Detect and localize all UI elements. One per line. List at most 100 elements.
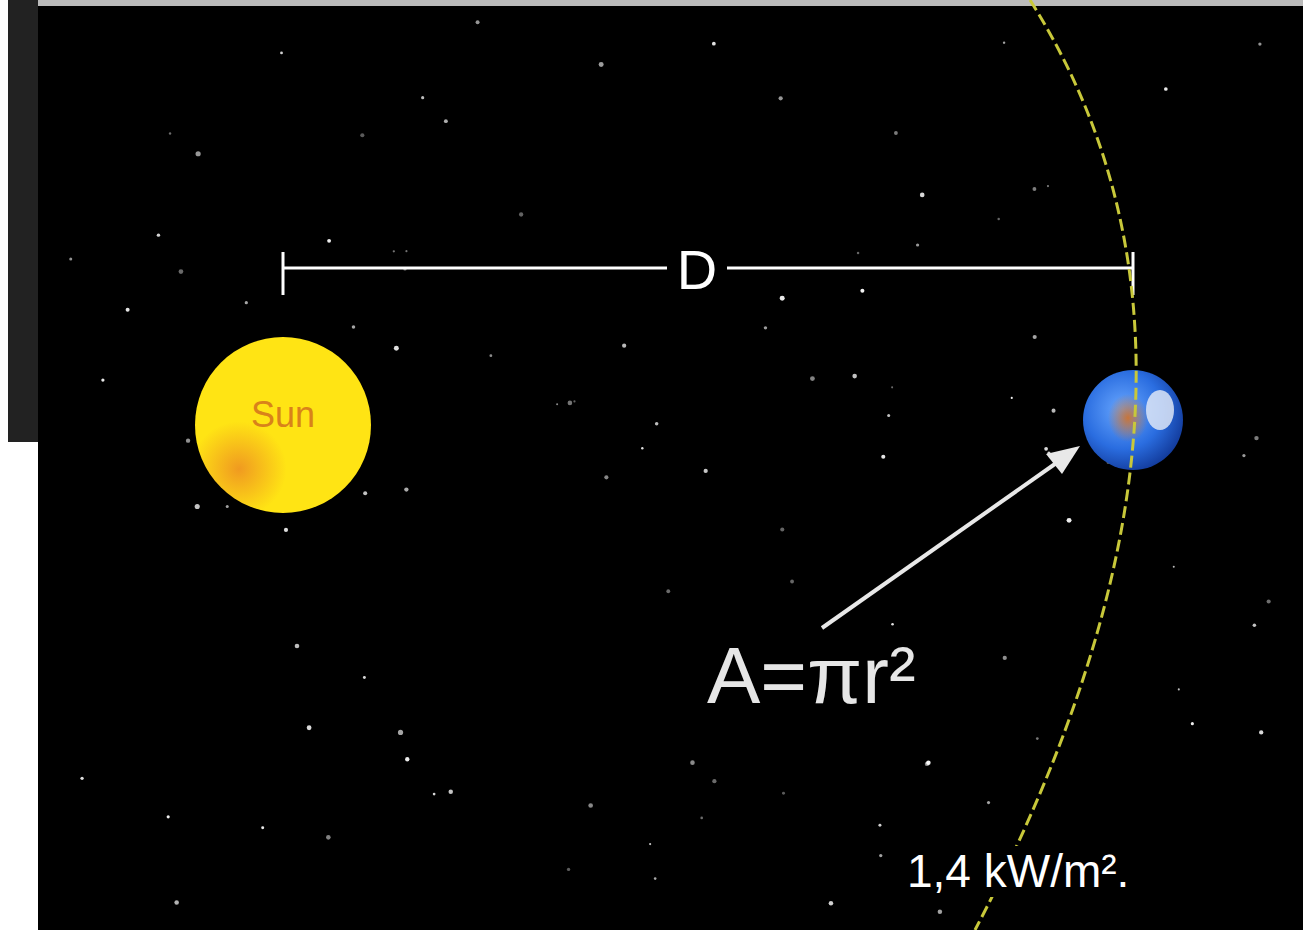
star-dot [1003,41,1005,43]
star-dot [894,131,898,135]
star-dot [916,243,919,246]
star-dot [690,760,695,765]
star-dot [261,826,264,829]
star-dot [1178,688,1180,690]
star-dot [712,42,716,46]
star-dot [556,403,558,405]
star-dot [179,269,184,274]
star-dot [449,789,453,793]
star-dot [421,96,424,99]
star-dot [987,801,990,804]
star-dot [167,815,170,818]
star-dot [1033,335,1037,339]
star-dot [700,817,703,820]
star-dot [649,843,651,845]
star-dot [101,378,104,381]
star-dot [80,777,83,780]
sun-circle: Sun [195,337,371,513]
sun-disc [195,337,371,513]
star-dot [997,218,999,220]
star-dot [604,475,608,479]
star-dot [879,854,882,857]
star-dot [226,505,229,508]
star-dot [1258,42,1261,45]
star-dot [352,325,356,329]
distance-label: D [667,239,727,301]
area-leader [822,446,1080,628]
star-dot [641,447,643,449]
star-dot [926,760,931,765]
star-dot [433,793,436,796]
star-dot [568,401,573,406]
area-formula: A=πr² [703,632,920,720]
star-dot [157,233,160,236]
star-dot [1164,87,1168,91]
star-dot [599,62,604,67]
star-dot [920,193,925,198]
solar-constant: 1,4 kW/m². [903,846,1133,897]
star-dot [878,824,881,827]
star-dot [295,644,300,649]
star-dot [69,258,72,261]
earth-cloud [1146,390,1174,430]
star-dot [1052,409,1056,413]
star-dot [174,900,179,905]
star-dot [573,400,575,402]
side-strip [8,0,38,442]
star-dot [398,730,403,735]
star-dot [622,344,626,348]
star-dot [1254,436,1258,440]
star-dot [860,289,864,293]
star-dot [891,386,893,388]
star-dot [1003,656,1007,660]
star-dot [1191,722,1194,725]
star-dot [444,119,448,123]
star-dot [284,528,288,532]
star-dot [1036,737,1039,740]
leader-line [822,459,1062,628]
top-rule [38,0,1303,6]
star-dot [360,133,364,137]
star-dot [195,504,200,509]
star-dot [1067,518,1072,523]
star-dot [280,52,283,55]
star-dot [169,132,171,134]
star-field [69,20,1271,914]
star-dot [780,527,784,531]
star-dot [1253,623,1257,627]
star-dot [394,346,399,351]
star-dot [1267,599,1271,603]
leader-arrowhead [1046,446,1080,474]
star-dot [1047,185,1049,187]
dimension-tick [282,252,285,295]
earth-disc [1083,370,1183,470]
star-dot [1259,730,1263,734]
star-dot [938,910,943,915]
star-dot [790,580,794,584]
star-dot [405,757,409,761]
star-dot [810,376,815,381]
star-dot [829,901,834,906]
star-dot [1173,566,1175,568]
star-dot [393,250,395,252]
star-dot [1011,397,1013,399]
star-dot [404,487,408,491]
star-dot [857,252,859,254]
star-dot [1033,187,1037,191]
star-dot [245,301,248,304]
star-dot [782,792,785,795]
star-dot [779,96,783,100]
star-dot [126,308,130,312]
star-dot [1044,447,1048,451]
earth-symbol [1083,370,1183,470]
star-dot [654,877,657,880]
earth-land [1108,394,1148,442]
star-dot [712,779,716,783]
star-dot [405,250,407,252]
star-dot [326,835,331,840]
star-dot [764,326,767,329]
node-label: Sun [251,394,315,436]
